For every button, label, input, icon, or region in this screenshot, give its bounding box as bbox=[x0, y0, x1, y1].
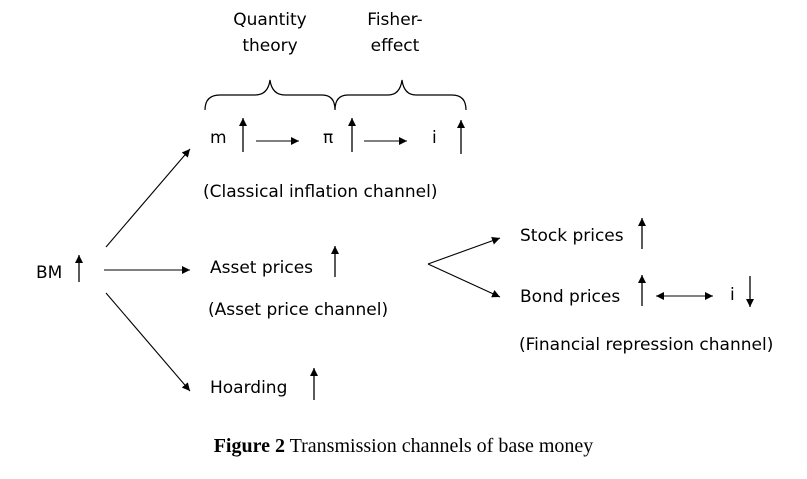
classical-inflation-channel-label: (Classical inflation channel) bbox=[203, 182, 438, 202]
fisher-effect-line1: Fisher- bbox=[367, 10, 423, 30]
quantity-theory-line2: theory bbox=[242, 36, 298, 56]
bond-interest-i-label: i bbox=[730, 285, 735, 305]
hoarding-label: Hoarding bbox=[210, 378, 288, 398]
figure-caption-text: Transmission channels of base money bbox=[289, 435, 594, 457]
fisher-effect-label: Fisher- effect bbox=[350, 10, 440, 56]
figure-number: Figure 2 bbox=[213, 435, 285, 457]
interest-i-label: i bbox=[432, 128, 437, 148]
asset-prices-label: Asset prices bbox=[210, 258, 314, 278]
money-m-label: m bbox=[210, 128, 227, 148]
inflation-pi-label: π bbox=[323, 128, 334, 148]
bm-to-classical-arrow bbox=[105, 148, 191, 248]
asset-to-stock-arrow bbox=[427, 236, 501, 265]
bm-label: BM bbox=[36, 263, 63, 283]
header-brace bbox=[204, 79, 467, 111]
quantity-theory-line1: Quantity bbox=[233, 10, 307, 30]
figure-caption: Figure 2 Transmission channels of base m… bbox=[0, 434, 807, 458]
asset-price-channel-label: (Asset price channel) bbox=[208, 300, 389, 320]
stock-prices-label: Stock prices bbox=[520, 226, 624, 246]
financial-repression-channel-label: (Financial repression channel) bbox=[519, 335, 774, 355]
bond-prices-label: Bond prices bbox=[520, 287, 621, 307]
bm-to-hoarding-arrow bbox=[105, 292, 191, 392]
fisher-effect-line2: effect bbox=[370, 36, 420, 56]
asset-to-bond-arrow bbox=[427, 263, 501, 298]
quantity-theory-label: Quantity theory bbox=[215, 10, 325, 56]
